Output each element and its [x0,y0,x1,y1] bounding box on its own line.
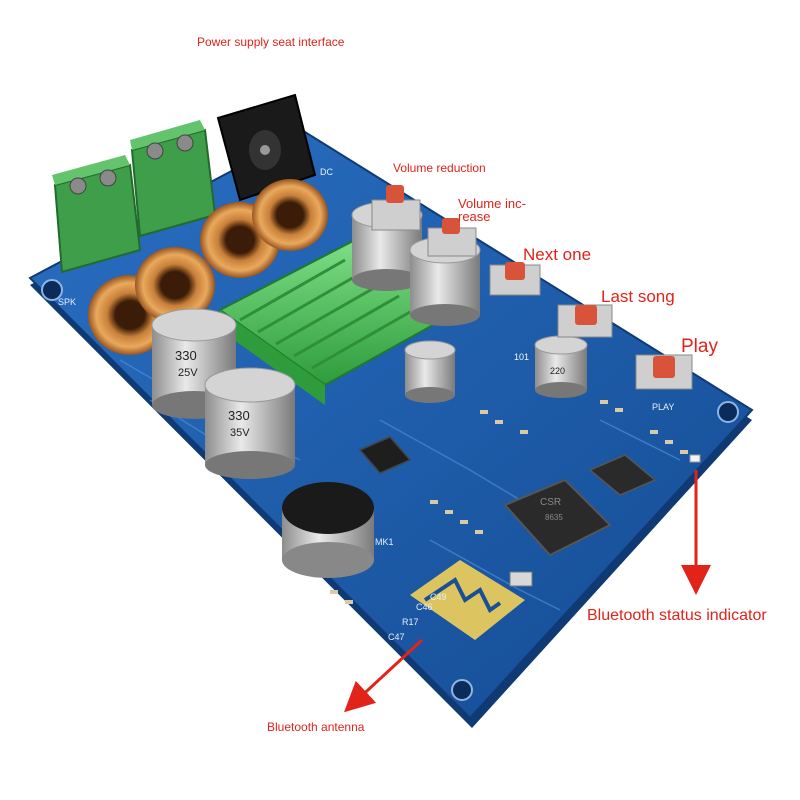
status-led [689,454,701,463]
silkscreen-r17: R17 [402,617,419,627]
terminal-block-left [52,155,142,274]
chip-text: CSR [540,497,561,508]
microphone [282,482,374,578]
label-volume-increase-line2: rease [458,209,491,224]
silkscreen-c47: C47 [388,632,405,642]
label-volume-increase-line1: Volume inc- [458,196,526,211]
capacitor-label: 25V [178,367,198,379]
button-volume-reduction [371,185,421,231]
label-power-supply: Power supply seat interface [197,35,345,49]
label-next-one: Next one [523,245,592,264]
crystal [509,571,533,587]
silkscreen: PLAY MK1 C47 R17 C46 C49 101 DC SPK [58,167,674,642]
silkscreen-c46: C46 [416,602,433,612]
silkscreen-c49: C49 [430,592,447,602]
silkscreen-101: 101 [514,352,529,362]
capacitor-label: 220 [550,366,565,376]
bluetooth-antenna-trace [410,560,525,640]
capacitor-label: 35V [230,427,250,439]
label-play: Play [681,336,718,357]
label-volume-reduction: Volume reduction [393,161,486,175]
label-bluetooth-antenna: Bluetooth antenna [267,720,365,734]
bluetooth-chip: CSR 8635 [503,478,612,557]
button-play [635,354,693,390]
silkscreen-spk: SPK [58,297,76,307]
dc-power-jack [216,93,317,202]
inductors [88,179,328,355]
smd-components [330,400,688,604]
button-next-one [489,262,541,296]
arrow-bluetooth-antenna [343,638,424,713]
label-bluetooth-status: Bluetooth status indicator [587,607,767,624]
capacitor-label: 330 [175,348,197,363]
amp-chip [358,436,412,474]
button-last-song [557,304,613,338]
silkscreen-mk1: MK1 [375,537,394,547]
arrows [343,470,711,713]
label-volume-increase: Volume inc- rease [458,197,526,223]
secondary-chip [588,454,657,496]
capacitor-label: 330 [228,408,250,423]
silkscreen-dc: DC [320,167,333,177]
terminal-block-right [130,120,217,238]
chip-text: 8635 [545,513,563,522]
silkscreen-play: PLAY [652,402,674,412]
label-last-song: Last song [601,287,675,306]
button-volume-increase [427,218,477,257]
